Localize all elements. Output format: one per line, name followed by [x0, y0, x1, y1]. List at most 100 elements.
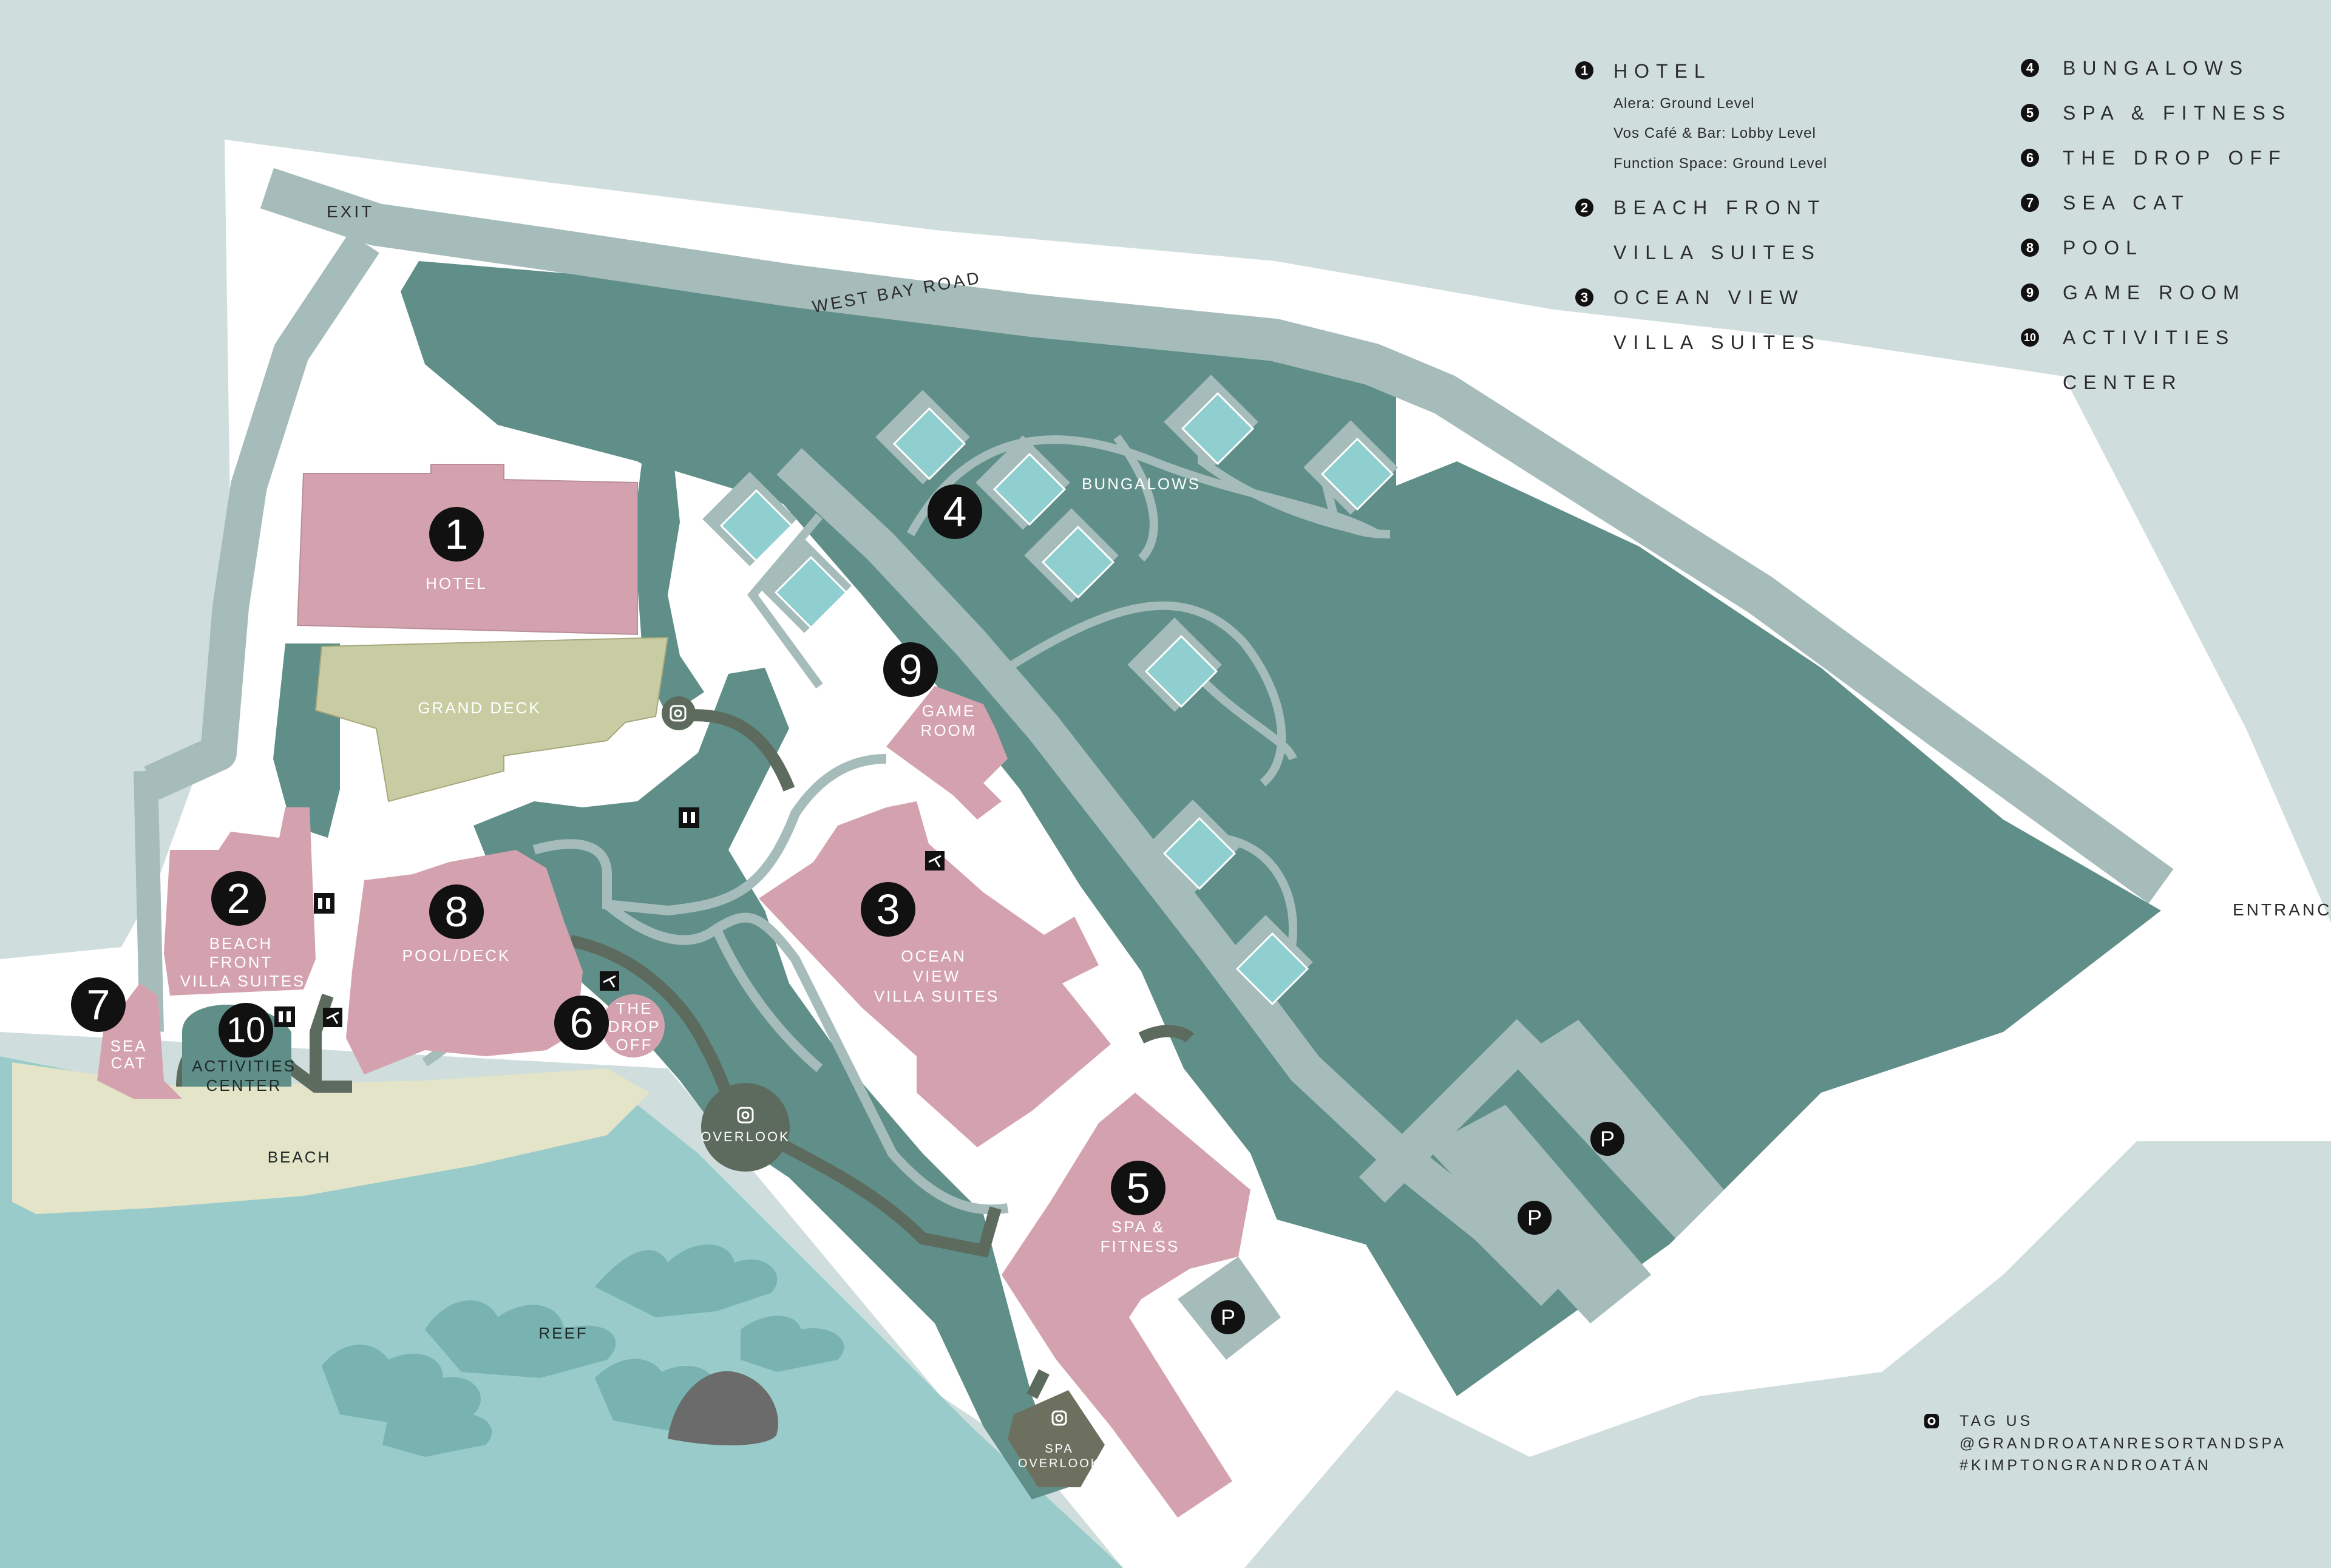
beach-umbrella-icon [600, 971, 619, 991]
marker-8[interactable]: 8 [429, 884, 484, 939]
instagram-icon [737, 1107, 754, 1124]
svg-text:Function Space: Ground Level: Function Space: Ground Level [1613, 155, 1827, 172]
rock [668, 1371, 778, 1445]
parking-road [1359, 1019, 1543, 1203]
bungalow [1024, 508, 1119, 603]
svg-text:5: 5 [1127, 1164, 1150, 1212]
spa-fitness-building [1002, 1093, 1250, 1518]
svg-text:8: 8 [2026, 240, 2034, 256]
svg-text:3: 3 [1581, 290, 1588, 305]
svg-text:P: P [1221, 1305, 1235, 1330]
svg-text:#KIMPTONGRANDROATÁN: #KIMPTONGRANDROATÁN [1959, 1456, 2211, 1474]
spa-overlook-area [1008, 1390, 1105, 1487]
beach-umbrella-icon [323, 1008, 342, 1027]
svg-text:3: 3 [877, 886, 900, 933]
drop-off-label-1: THE [616, 999, 653, 1017]
marker-3[interactable]: 3 [861, 882, 915, 937]
bungalow [1218, 915, 1313, 1010]
beach-front-label-2: FRONT [209, 953, 273, 971]
svg-text:POOL: POOL [2063, 237, 2143, 259]
bungalow [875, 390, 970, 484]
exit-stub [261, 171, 382, 242]
svg-text:10: 10 [2024, 331, 2036, 344]
pool-deck-area [346, 850, 583, 1074]
svg-text:GAME ROOM: GAME ROOM [2063, 282, 2246, 304]
diagonal-road [776, 448, 1567, 1306]
svg-text:BUNGALOWS: BUNGALOWS [2063, 57, 2249, 79]
spa-fitness-label-1: SPA & [1111, 1218, 1165, 1236]
ocean-view-label-2: VIEW [913, 967, 960, 985]
svg-text:4: 4 [943, 488, 967, 535]
ocean-view-villa-suites-building [759, 801, 1111, 1147]
svg-text:HOTEL: HOTEL [1613, 60, 1712, 82]
svg-text:P: P [1527, 1206, 1542, 1230]
grand-deck [314, 636, 669, 803]
ocean-view-label-3: VILLA SUITES [874, 987, 1000, 1005]
svg-text:2: 2 [1581, 200, 1588, 216]
svg-text:THE DROP OFF: THE DROP OFF [2063, 147, 2287, 169]
bungalows-label: BUNGALOWS [1082, 475, 1201, 493]
legend-right: 4 BUNGALOWS 5 SPA & FITNESS 6 THE DROP O… [2021, 57, 2292, 393]
svg-text:6: 6 [2026, 151, 2034, 166]
svg-text:P: P [1600, 1127, 1615, 1152]
tag-us: TAG US @GRANDROATANRESORTANDSPA #KIMPTON… [1924, 1413, 2287, 1474]
marker-5[interactable]: 5 [1111, 1161, 1166, 1215]
overlook-area [701, 1083, 790, 1172]
small-road-left [134, 770, 164, 1033]
legend-left: 1 HOTEL Alera: Ground Level Vos Café & B… [1575, 60, 1827, 353]
svg-text:1: 1 [445, 511, 469, 558]
entrance-label: ENTRANCE [2233, 900, 2331, 919]
svg-text:Vos Café & Bar: Lobby Level: Vos Café & Bar: Lobby Level [1613, 125, 1816, 141]
instagram-icon [1924, 1414, 1939, 1428]
ocean-view-label-1: OCEAN [901, 947, 966, 965]
svg-text:OCEAN VIEW: OCEAN VIEW [1613, 287, 1804, 308]
parking-icon: P [1518, 1201, 1552, 1235]
svg-text:9: 9 [2026, 285, 2034, 300]
game-room-label-1: GAME [922, 702, 976, 720]
bungalow [1127, 617, 1222, 712]
spa-fitness-label-2: FITNESS [1101, 1237, 1180, 1255]
grand-deck-label: GRAND DECK [418, 699, 541, 717]
marker-4[interactable]: 4 [928, 484, 982, 539]
marker-9[interactable]: 9 [883, 642, 938, 697]
svg-text:SPA & FITNESS: SPA & FITNESS [2063, 102, 2292, 124]
pool-deck-label: POOL/DECK [402, 946, 511, 965]
svg-text:VILLA SUITES: VILLA SUITES [1613, 331, 1821, 353]
svg-text:BEACH FRONT: BEACH FRONT [1613, 197, 1826, 219]
restroom-icon [679, 807, 699, 828]
svg-text:CENTER: CENTER [2063, 372, 2183, 393]
svg-text:VILLA SUITES: VILLA SUITES [1613, 242, 1821, 263]
marker-1[interactable]: 1 [429, 507, 484, 562]
svg-text:7: 7 [87, 981, 110, 1028]
svg-text:9: 9 [899, 646, 923, 693]
marker-7[interactable]: 7 [71, 977, 126, 1032]
svg-text:7: 7 [2026, 195, 2034, 211]
activities-label-1: ACTIVITIES [192, 1057, 296, 1075]
restroom-icon [274, 1006, 295, 1027]
svg-text:TAG US: TAG US [1959, 1413, 2033, 1430]
instagram-icon [1051, 1410, 1067, 1426]
spa-overlook-label-2: OVERLOOK [1018, 1457, 1101, 1470]
svg-text:6: 6 [570, 999, 594, 1047]
marker-10[interactable]: 10 [219, 1003, 273, 1057]
beach-umbrella-icon [925, 851, 945, 871]
spa-overlook-label-1: SPA [1045, 1442, 1074, 1456]
drop-off-label-3: OFF [616, 1036, 653, 1054]
beach-label: BEACH [268, 1148, 331, 1166]
bungalow [1145, 799, 1240, 894]
svg-text:10: 10 [226, 1011, 266, 1050]
bungalow [702, 472, 797, 566]
bungalow [757, 538, 852, 633]
restroom-icon [314, 893, 334, 914]
svg-text:4: 4 [2026, 61, 2034, 76]
svg-text:5: 5 [2026, 106, 2034, 121]
parking-icon: P [1211, 1300, 1245, 1334]
overlook-label: OVERLOOK [701, 1129, 790, 1144]
marker-2[interactable]: 2 [211, 871, 266, 926]
marker-6[interactable]: 6 [554, 996, 609, 1050]
svg-text:@GRANDROATANRESORTANDSPA: @GRANDROATANRESORTANDSPA [1959, 1435, 2287, 1452]
drop-off-label-2: DROP [608, 1017, 660, 1036]
svg-text:Alera: Ground Level: Alera: Ground Level [1613, 95, 1754, 112]
vegetation-main [401, 261, 2161, 1396]
